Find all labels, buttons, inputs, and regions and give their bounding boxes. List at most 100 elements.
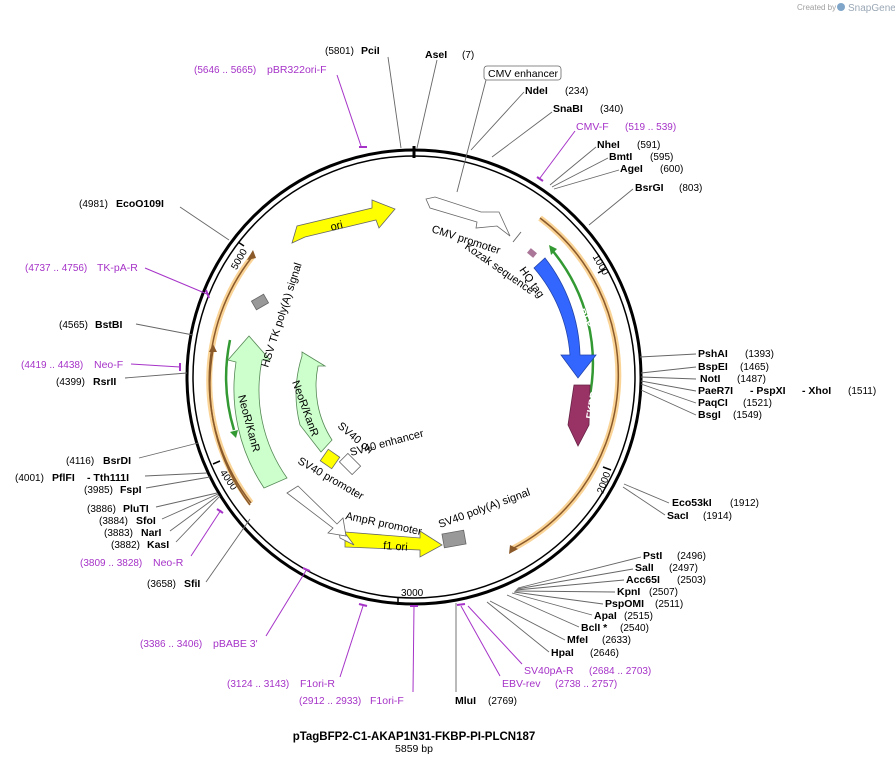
leader-f1ori-f — [412, 605, 415, 693]
site-name-bsrdi: BsrDI — [103, 455, 131, 467]
site-name-sfii: SfiI — [184, 578, 200, 590]
site-name-fspi: FspI — [120, 484, 142, 496]
ori-label: ori — [329, 219, 344, 234]
site-name-kasi: KasI — [147, 539, 169, 551]
site-name-pspxi: - PspXI — [750, 385, 786, 397]
leader-paer7i — [640, 380, 697, 392]
primer-name-pbr322ori-f[interactable]: pBR322ori-F — [267, 64, 327, 76]
site-pos-kasi: (3882) — [111, 540, 140, 551]
site-pos-sfii: (3658) — [147, 579, 176, 590]
primer-mark-tk-pa-r — [205, 289, 210, 299]
site-name-bmti: BmtI — [609, 151, 632, 163]
tick-2000 — [602, 466, 612, 471]
leader-hpai — [486, 601, 550, 653]
site-pos-mfei: (2633) — [602, 635, 631, 646]
orf-arc-right-line — [511, 217, 619, 550]
orf-left-lower-head — [209, 344, 217, 352]
site-name-nhei: NheI — [597, 139, 620, 151]
primer-mark-cmv-f — [536, 176, 544, 182]
primer-name-neo-f[interactable]: Neo-F — [94, 359, 123, 371]
hsv-tk-feature[interactable] — [250, 293, 270, 311]
sv40-promoter-feature[interactable] — [286, 485, 347, 537]
orf-inner-green-right — [551, 249, 595, 401]
primer-pos-neo-f: (4419 .. 4438) — [21, 360, 83, 371]
site-pos-eco53ki: (1912) — [730, 498, 759, 509]
fkbp-feature[interactable] — [567, 384, 591, 447]
leader-bspei — [640, 366, 697, 374]
leader-pbr322ori-f — [336, 74, 362, 147]
site-pos-sfoi: (3884) — [99, 516, 128, 527]
site-pos-pspomi: (2511) — [655, 599, 683, 610]
site-name-tth111i: - Tth111I — [87, 472, 129, 484]
leader-sfoi — [161, 493, 219, 520]
site-pos-ecoo109i: (4981) — [79, 199, 108, 210]
site-pos-saci: (1914) — [703, 511, 732, 522]
tick-label-3000: 3000 — [401, 588, 424, 599]
sv40-polya-label: SV40 poly(A) signal — [437, 487, 532, 531]
leader-saci — [622, 486, 666, 516]
site-pos-bcli: (2540) — [620, 623, 649, 634]
site-name-pcii: PciI — [361, 45, 380, 57]
leader-bcli — [506, 594, 580, 628]
site-name-agei: AgeI — [620, 163, 643, 175]
primer-pos-f1ori-r: (3124 .. 3143) — [227, 679, 289, 690]
fkbp-label: FKBP — [585, 391, 601, 420]
f1-ori-label: f1 ori — [383, 540, 408, 554]
leader-bsgi — [640, 389, 697, 416]
sv40-enhancer-feature[interactable] — [338, 452, 362, 476]
ori-feature[interactable] — [291, 199, 396, 244]
site-pos-fspi: (3985) — [84, 485, 113, 496]
site-pos-apai: (2515) — [624, 611, 653, 622]
site-name-pluti: PluTI — [123, 503, 149, 515]
leader-fspi — [145, 476, 211, 489]
primer-name-ebv-rev[interactable]: EBV-rev — [502, 678, 541, 690]
sv40-polya-feature[interactable] — [441, 529, 467, 549]
kozak-marker — [512, 231, 522, 243]
leader-f1ori-r — [339, 605, 364, 678]
leader-sv40pa-r — [467, 605, 523, 665]
plasmid-title: pTagBFP2-C1-AKAP1N31-FKBP-PI-PLCN187 — [293, 731, 536, 743]
primer-pos-ebv-rev: (2738 .. 2757) — [555, 679, 617, 690]
tagbfp-feature[interactable] — [533, 257, 597, 379]
site-name-pspomi: PspOMI — [605, 598, 644, 610]
primer-pos-sv40pa-r: (2684 .. 2703) — [589, 666, 651, 677]
leader-sfii — [205, 518, 251, 583]
leader-pbabe-3 — [265, 568, 308, 637]
site-pos-ndei: (234) — [565, 86, 588, 97]
site-pos-bstbi: (4565) — [59, 320, 88, 331]
neokanr-inner-feature[interactable] — [295, 351, 333, 453]
leader-ecoo109i — [179, 206, 230, 241]
snapgene-brand: SnapGene — [848, 3, 895, 14]
primer-name-sv40pa-r[interactable]: SV40pA-R — [524, 665, 574, 677]
primer-name-pbabe-3[interactable]: pBABE 3' — [213, 638, 258, 650]
cmv-promoter-feature[interactable] — [425, 196, 511, 237]
primer-name-f1ori-f[interactable]: F1ori-F — [370, 695, 404, 707]
leader-nhei — [549, 146, 597, 186]
hq-tag-feature[interactable] — [527, 248, 537, 258]
f1-ori-feature[interactable] — [344, 530, 443, 558]
site-pos-mlui: (2769) — [488, 696, 517, 707]
site-name-paqci: PaqCI — [698, 397, 728, 409]
site-pos-bsgi: (1549) — [733, 410, 762, 421]
leader-rsrii — [124, 372, 188, 379]
leader-pshai — [639, 353, 697, 358]
neokanr-outer-feature[interactable] — [227, 335, 288, 489]
primer-name-cmv-f[interactable]: CMV-F — [576, 121, 609, 133]
leader-noti — [640, 376, 697, 380]
sv40-enhancer-label: SV40 enhancer — [349, 428, 426, 459]
site-pos-psti: (2496) — [677, 551, 706, 562]
site-name-mfei: MfeI — [567, 634, 588, 646]
primer-name-neo-r[interactable]: Neo-R — [153, 557, 184, 569]
site-name-mlui: MluI — [455, 695, 476, 707]
leader-bsrdi — [138, 442, 199, 459]
site-name-paer7i: PaeR7I — [698, 385, 733, 397]
leader-snabi — [491, 111, 553, 158]
leader-cmv-f — [539, 130, 576, 179]
site-name-snabi: SnaBI — [553, 103, 583, 115]
site-name-bstbi: BstBI — [95, 319, 123, 331]
site-name-bcli: BclI * — [581, 622, 608, 634]
primer-name-tk-pa-r[interactable]: TK-pA-R — [97, 262, 138, 274]
sv40-ori-feature[interactable] — [319, 448, 341, 470]
primer-name-f1ori-r[interactable]: F1ori-R — [300, 678, 335, 690]
leader-asei — [416, 59, 438, 149]
